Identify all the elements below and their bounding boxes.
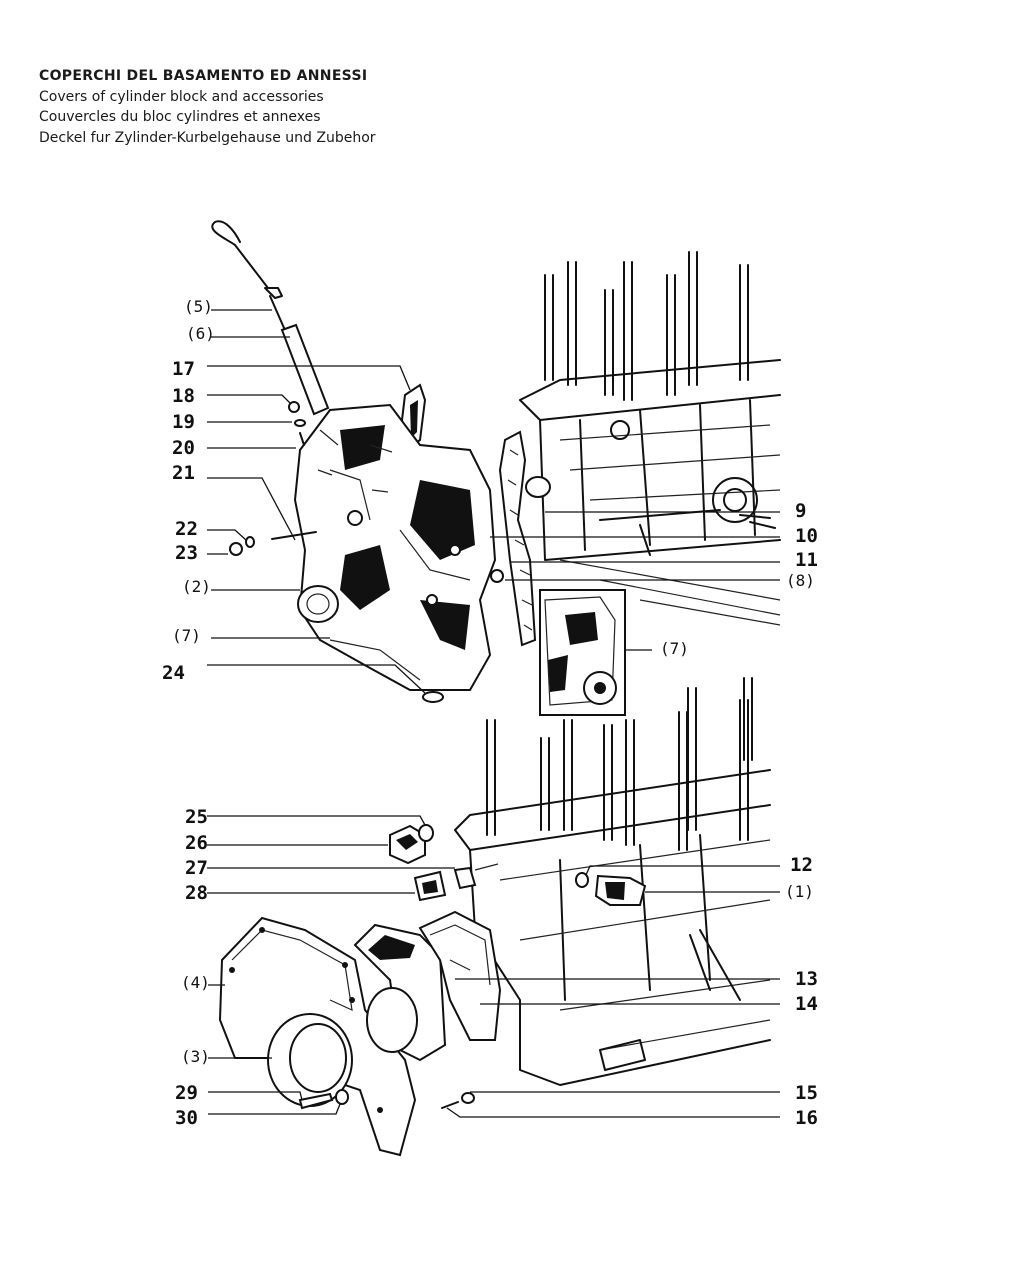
o-ring-24 bbox=[422, 691, 444, 703]
callout-20: 20 bbox=[172, 437, 195, 459]
title-italian: COPERCHI DEL BASAMENTO ED ANNESSI bbox=[39, 68, 368, 84]
stud-21 bbox=[271, 531, 317, 540]
plug-26 bbox=[389, 824, 434, 865]
dipstick-tube-6 bbox=[280, 323, 330, 416]
rear-cover-14 bbox=[418, 910, 502, 1041]
title-french: Couvercles du bloc cylindres et annexes bbox=[39, 109, 321, 125]
cylinder-block-upper bbox=[519, 251, 781, 626]
title-block: COPERCHI DEL BASAMENTO ED ANNESSI Covers… bbox=[39, 66, 376, 148]
callout-6: (6) bbox=[186, 324, 215, 343]
callout-22: 22 bbox=[175, 518, 198, 540]
callout-23: 23 bbox=[175, 542, 198, 564]
cylinder-block-lower bbox=[454, 677, 771, 1086]
callout-18: 18 bbox=[172, 385, 195, 407]
screw-29-30 bbox=[298, 1089, 349, 1110]
callout-11: 11 bbox=[795, 549, 818, 571]
callout-10: 10 bbox=[795, 525, 818, 547]
callout-30: 30 bbox=[175, 1107, 198, 1129]
oil-seal-2 bbox=[297, 585, 339, 623]
cover-28-gasket-27 bbox=[413, 863, 499, 902]
callout-16: 16 bbox=[795, 1107, 818, 1129]
callout-14: 14 bbox=[795, 993, 818, 1015]
callout-7a: (7) bbox=[172, 626, 201, 645]
timing-cover bbox=[293, 403, 497, 691]
title-english: Covers of cylinder block and accessories bbox=[39, 88, 324, 105]
callout-13: 13 bbox=[795, 968, 818, 990]
rear-oil-seal-3 bbox=[267, 1013, 353, 1107]
callout-29: 29 bbox=[175, 1082, 198, 1104]
title-german: Deckel fur Zylinder-Kurbelgehause und Zu… bbox=[39, 129, 376, 146]
callout-8: (8) bbox=[786, 571, 815, 590]
callout-12: 12 bbox=[790, 854, 813, 876]
callout-19: 19 bbox=[172, 411, 195, 433]
callout-9: 9 bbox=[795, 500, 806, 522]
washer-nut-22-23 bbox=[229, 536, 255, 556]
callout-7b: (7) bbox=[660, 639, 689, 658]
callout-2: (2) bbox=[182, 577, 211, 596]
screw-15-16 bbox=[441, 1092, 475, 1109]
callout-5: (5) bbox=[184, 297, 213, 316]
timing-cover-gasket bbox=[498, 430, 537, 647]
inset-detail-7 bbox=[539, 589, 626, 716]
callout-27: 27 bbox=[185, 857, 208, 879]
rear-gasket-13 bbox=[353, 923, 447, 1062]
fasteners-18-20 bbox=[288, 401, 306, 446]
callout-25: 25 bbox=[185, 806, 208, 828]
callout-4: (4) bbox=[181, 973, 210, 992]
callout-3: (3) bbox=[181, 1047, 210, 1066]
callout-28: 28 bbox=[185, 882, 208, 904]
callout-21: 21 bbox=[172, 462, 195, 484]
callout-17: 17 bbox=[172, 358, 195, 380]
callout-26: 26 bbox=[185, 832, 208, 854]
leader-lines bbox=[207, 309, 780, 1118]
pressure-sender-1 bbox=[575, 872, 647, 906]
callout-15: 15 bbox=[795, 1082, 818, 1104]
callout-24: 24 bbox=[162, 662, 185, 684]
callout-1: (1) bbox=[785, 882, 814, 901]
